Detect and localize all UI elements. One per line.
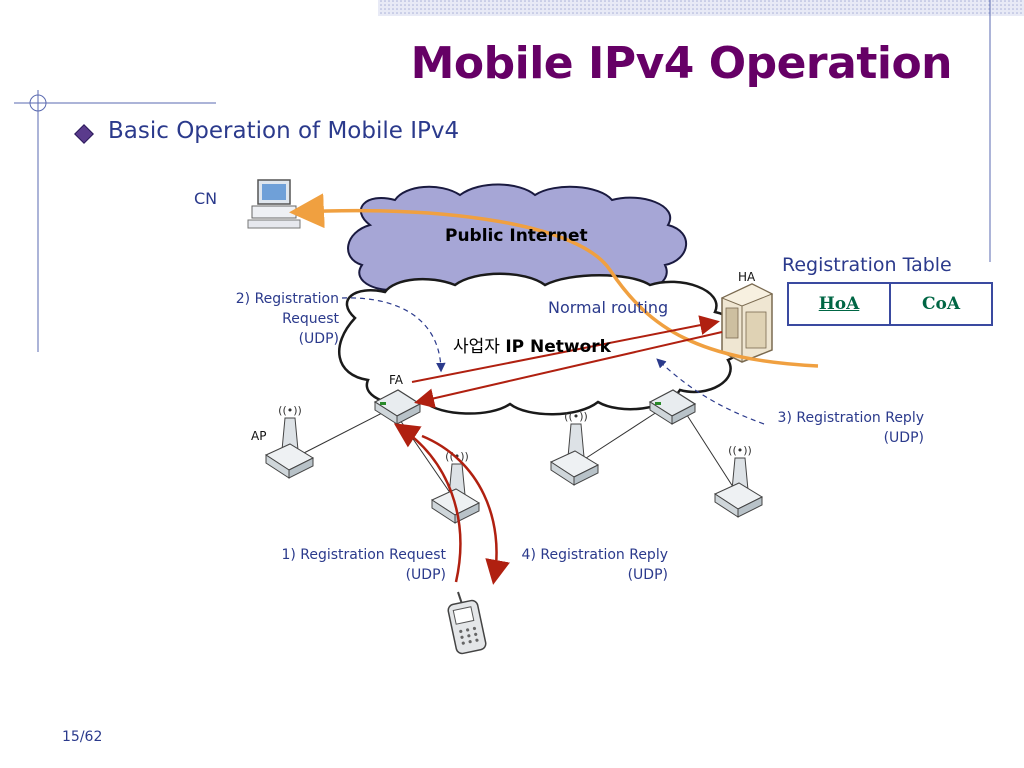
step1-line1: 1) Registration Request <box>281 547 446 563</box>
reg-reply-fa-to-mn-arrow <box>421 434 510 585</box>
server-icon <box>720 283 774 363</box>
normal-routing-label: Normal routing <box>548 298 669 317</box>
ip-network-name: IP Network <box>505 337 611 357</box>
registration-table: HoA CoA <box>787 282 993 326</box>
page-title: Mobile IPv4 Operation <box>410 38 953 89</box>
step2-line3: (UDP) <box>298 331 339 347</box>
step4-label: 4) Registration Reply (UDP) <box>522 545 668 585</box>
access-point-icon-4: ((•)) <box>713 444 764 518</box>
computer-icon <box>247 179 301 229</box>
reg-reply-ha-to-fa-arrow <box>414 331 723 409</box>
hoa-label: HoA <box>818 294 860 314</box>
step2-label: 2) Registration Request (UDP) <box>236 289 339 349</box>
registration-table-title: Registration Table <box>782 254 952 276</box>
step4-line2: (UDP) <box>627 567 668 583</box>
step3-label: 3) Registration Reply (UDP) <box>778 408 924 448</box>
step2-line2: Request <box>282 311 339 327</box>
ip-network-label: 사업자 IP Network <box>453 332 611 357</box>
step3-line2: (UDP) <box>883 430 924 446</box>
public-internet-label: Public Internet <box>445 226 588 246</box>
ha-label: HA <box>738 270 756 284</box>
cn-label: CN <box>194 189 218 208</box>
ap-label: AP <box>251 429 267 443</box>
access-point-icon-3: ((•)) <box>549 410 600 486</box>
step2-callout-arrow <box>341 297 446 373</box>
step1-label: 1) Registration Request (UDP) <box>281 545 446 585</box>
coa-label: CoA <box>921 294 961 314</box>
network-links <box>299 409 736 501</box>
page-number: 15/62 <box>62 729 103 745</box>
table-row: HoA CoA <box>787 282 993 326</box>
access-point-icon-1: ((•)) <box>264 404 315 479</box>
table-header-coa: CoA <box>889 282 993 326</box>
step1-line2: (UDP) <box>405 567 446 583</box>
step3-line1: 3) Registration Reply <box>777 410 924 426</box>
step4-line1: 4) Registration Reply <box>521 547 668 563</box>
step3-callout-arrow <box>656 358 765 425</box>
bullet-text: Basic Operation of Mobile IPv4 <box>108 118 460 144</box>
reg-request-mn-to-fa-arrow <box>393 423 462 583</box>
fa-label: FA <box>389 373 404 387</box>
router-icon-right <box>648 389 697 425</box>
normal-routing-path <box>289 193 819 368</box>
mobile-phone-icon <box>447 591 487 655</box>
svg-text:((•)): ((•)) <box>278 404 302 417</box>
reg-request-fa-to-ha-arrow <box>411 315 720 383</box>
table-header-hoa: HoA <box>787 282 891 326</box>
access-point-icon-2: ((•)) <box>430 450 481 524</box>
svg-text:((•)): ((•)) <box>728 444 752 457</box>
ip-network-prefix: 사업자 <box>453 337 500 357</box>
step2-line1: 2) Registration <box>235 291 339 307</box>
header-band <box>378 0 1024 16</box>
crosshair-ornament <box>14 90 216 352</box>
svg-text:((•)): ((•)) <box>564 410 588 423</box>
